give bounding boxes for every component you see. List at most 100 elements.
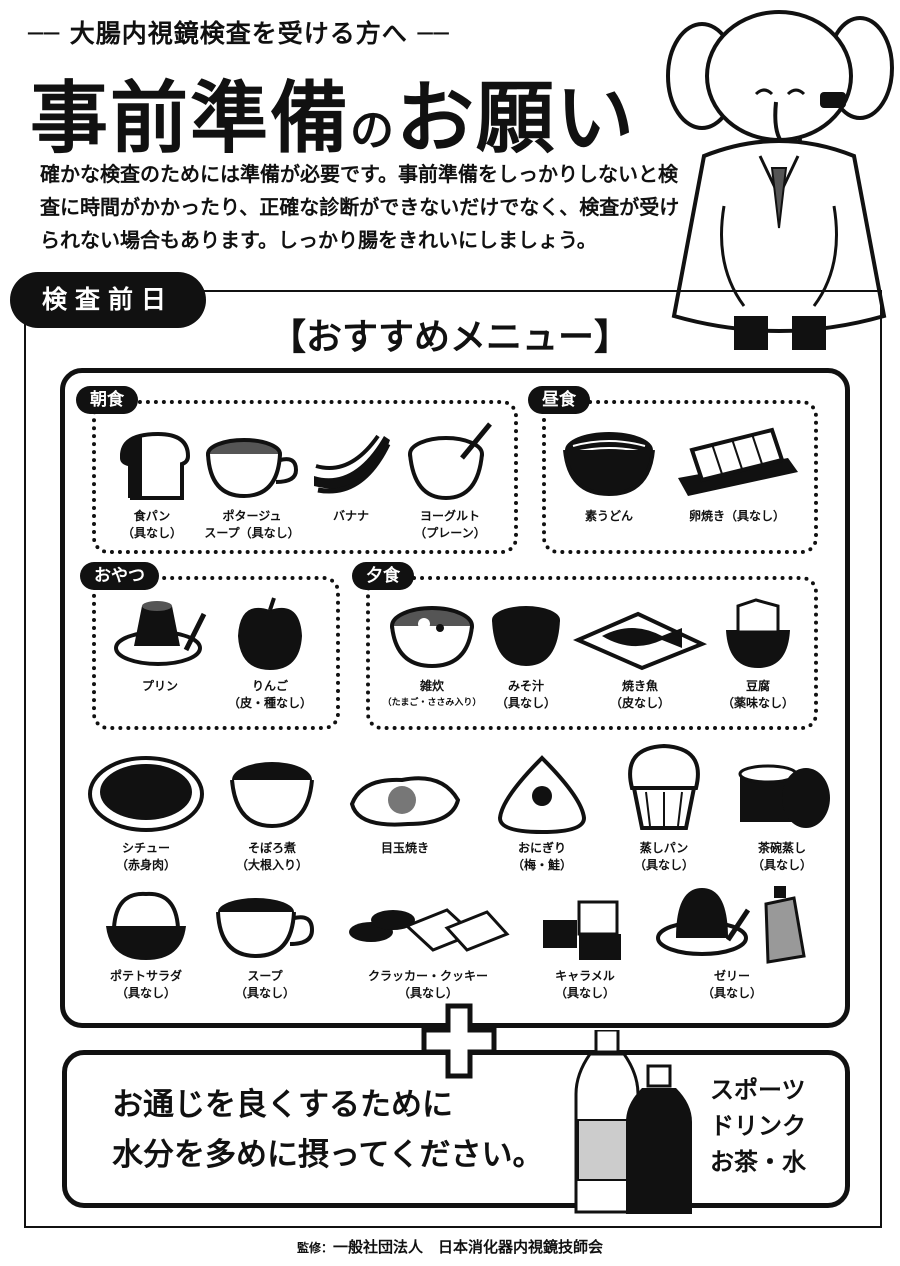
soup-cup-icon — [216, 898, 315, 959]
food-name: おにぎり — [517, 841, 566, 855]
food-name: ポテトサラダ — [109, 969, 182, 983]
drink-message-line2: 水分を多めに摂ってください。 — [112, 1137, 544, 1173]
food-note: （具なし） — [397, 986, 458, 1000]
footer-label: 監修： — [296, 1241, 333, 1255]
food-item: スープ （具なし） — [210, 886, 320, 1002]
title-part1: 事前準備 — [30, 74, 351, 164]
outer-frame — [24, 290, 882, 1228]
food-note: （たまご・ささみ入り） — [382, 698, 482, 708]
miso-soup-bowl-icon — [492, 606, 560, 666]
food-name: バナナ — [332, 509, 369, 523]
simmered-dish-bowl-icon — [230, 762, 314, 829]
rolled-omelet-icon — [678, 427, 798, 496]
food-name: ヨーグルト — [419, 509, 480, 523]
food-item: 雑炊 （たまご・ささみ入り） — [378, 596, 486, 712]
food-item: 食パン （具なし） — [104, 420, 200, 542]
title-particle: の — [350, 105, 397, 156]
food-note: （梅・鮭） — [511, 858, 572, 872]
food-name: キャラメル — [555, 969, 615, 983]
food-item: ポテトサラダ （具なし） — [92, 886, 200, 1002]
apple-icon — [238, 597, 302, 670]
dinner-tag: 夕食 — [352, 562, 414, 590]
lunch-tag: 昼食 — [528, 386, 590, 414]
food-note: （具なし） — [495, 696, 556, 710]
food-note: （具なし） — [633, 858, 694, 872]
food-note: （具なし） — [115, 986, 176, 1000]
food-note: （具なし） — [701, 986, 762, 1000]
food-item: 蒸しパン （具なし） — [614, 738, 714, 874]
food-note: （薬味なし） — [721, 696, 794, 710]
food-note: （具なし） — [234, 986, 295, 1000]
food-item: キャラメル （具なし） — [530, 886, 640, 1002]
food-item: 卵焼き（具なし） — [670, 420, 804, 525]
food-note: スープ（具なし） — [204, 526, 300, 540]
drink-list: スポーツ ドリンク お茶・水 — [710, 1072, 806, 1180]
fried-egg-icon — [349, 776, 461, 827]
soup-cup-icon — [206, 438, 299, 499]
title-part2: お願い — [396, 74, 637, 164]
food-note: （プレーン） — [414, 526, 486, 540]
subtitle: ── 大腸内視鏡検査を受ける方へ ── — [28, 19, 450, 48]
snack-box — [92, 576, 340, 730]
drink-item: お茶・水 — [710, 1148, 806, 1176]
elephant-doctor-illustration — [666, 10, 894, 350]
food-item: 豆腐 （薬味なし） — [710, 596, 806, 712]
food-name: クラッカー・クッキー — [367, 969, 488, 983]
snack-tag: おやつ — [80, 562, 159, 590]
drink-message-line1: お通じを良くするために — [112, 1087, 453, 1123]
food-name: そぼろ煮 — [247, 841, 296, 855]
banana-icon — [314, 434, 391, 494]
food-name: スープ — [247, 969, 283, 983]
food-item: シチュー （赤身肉） — [84, 750, 208, 874]
menu-title: 【おすすめメニュー】 — [270, 317, 631, 358]
food-item: そぼろ煮 （大根入り） — [222, 750, 322, 874]
footer: 監修：一般社団法人 日本消化器内視鏡技師会 — [0, 1236, 900, 1257]
drink-message: お通じを良くするために 水分を多めに摂ってください。 — [112, 1080, 544, 1180]
food-item: 素うどん — [554, 420, 664, 525]
food-item: おにぎり （梅・鮭） — [490, 750, 594, 874]
plus-icon — [421, 1003, 497, 1079]
food-note: （具なし） — [121, 526, 182, 540]
food-item: クラッカー・クッキー （具なし） — [340, 886, 516, 1002]
rice-porridge-pot-icon — [390, 606, 474, 669]
food-item: バナナ — [306, 420, 396, 525]
drink-item: ドリンク — [710, 1112, 806, 1140]
food-name: 目玉焼き — [380, 841, 429, 855]
food-note: （皮なし） — [609, 696, 670, 710]
jelly-and-pouch-icon — [656, 886, 806, 964]
food-item: 目玉焼き — [340, 750, 470, 857]
tofu-bowl-icon — [726, 598, 790, 668]
food-name: 豆腐 — [745, 679, 770, 693]
caramel-icon — [543, 900, 621, 960]
food-item: 焼き魚 （皮なし） — [570, 596, 710, 712]
food-name: 素うどん — [584, 509, 633, 523]
footer-org: 一般社団法人 日本消化器内視鏡技師会 — [333, 1238, 604, 1256]
stew-plate-icon — [88, 756, 204, 832]
food-item: 茶碗蒸し （具なし） — [726, 750, 838, 874]
food-name: りんご — [251, 679, 288, 693]
grilled-fish-icon — [572, 611, 708, 671]
food-item: ヨーグルト （プレーン） — [402, 420, 498, 542]
food-name: ポタージュ — [222, 509, 282, 523]
page-title: 事前準備のお願い — [30, 56, 636, 168]
intro-text: 確かな検査のためには準備が必要です。事前準備をしっかりしないと検査に時間がかかっ… — [40, 162, 680, 252]
drink-bottles-illustration — [574, 1030, 692, 1214]
lunch-box — [542, 400, 818, 554]
yogurt-bowl-icon — [408, 422, 492, 501]
rice-ball-icon — [497, 755, 587, 835]
food-item: ゼリー （具なし） — [652, 880, 812, 1002]
breakfast-tag: 朝食 — [76, 386, 138, 414]
bread-icon — [119, 431, 191, 500]
food-name: 卵焼き（具なし） — [688, 509, 785, 523]
food-note: （赤身肉） — [115, 858, 176, 872]
drink-item: スポーツ — [710, 1076, 806, 1104]
crackers-cookies-icon — [349, 908, 510, 952]
food-name: 雑炊 — [419, 679, 444, 693]
potato-salad-bowl-icon — [106, 891, 186, 960]
day-label: 検査前日 — [10, 272, 206, 328]
food-name: 焼き魚 — [621, 679, 658, 693]
food-item: ポタージュ スープ（具なし） — [200, 420, 304, 542]
food-note: （大根入り） — [235, 858, 308, 872]
food-name: 食パン — [133, 509, 171, 523]
food-name: 茶碗蒸し — [757, 841, 806, 855]
